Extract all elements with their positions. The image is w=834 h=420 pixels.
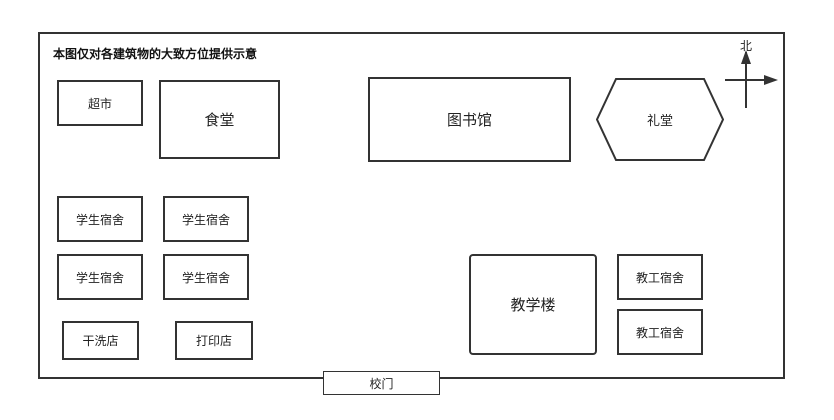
auditorium-shape [596,78,724,161]
staff-dorm-box: 教工宿舍 [617,309,703,355]
diagram-title: 本图仅对各建筑物的大致方位提供示意 [53,47,258,61]
staff-dorm-box: 教工宿舍 [617,254,703,300]
canteen-box: 食堂 [159,80,280,159]
student-dorm-box: 学生宿舍 [163,254,249,300]
laundry-box: 干洗店 [62,321,139,360]
print-shop-box: 打印店 [175,321,253,360]
student-dorm-box: 学生宿舍 [163,196,249,242]
auditorium-label: 礼堂 [646,114,673,129]
school-gate-box: 校门 [323,371,440,395]
library-box: 图书馆 [368,77,571,162]
north-arrow-icon [725,50,778,108]
student-dorm-box: 学生宿舍 [57,254,143,300]
north-label: 北 [740,39,753,53]
student-dorm-box: 学生宿舍 [57,196,143,242]
supermarket-box: 超市 [57,80,143,126]
teaching-building-box: 教学楼 [469,254,597,355]
